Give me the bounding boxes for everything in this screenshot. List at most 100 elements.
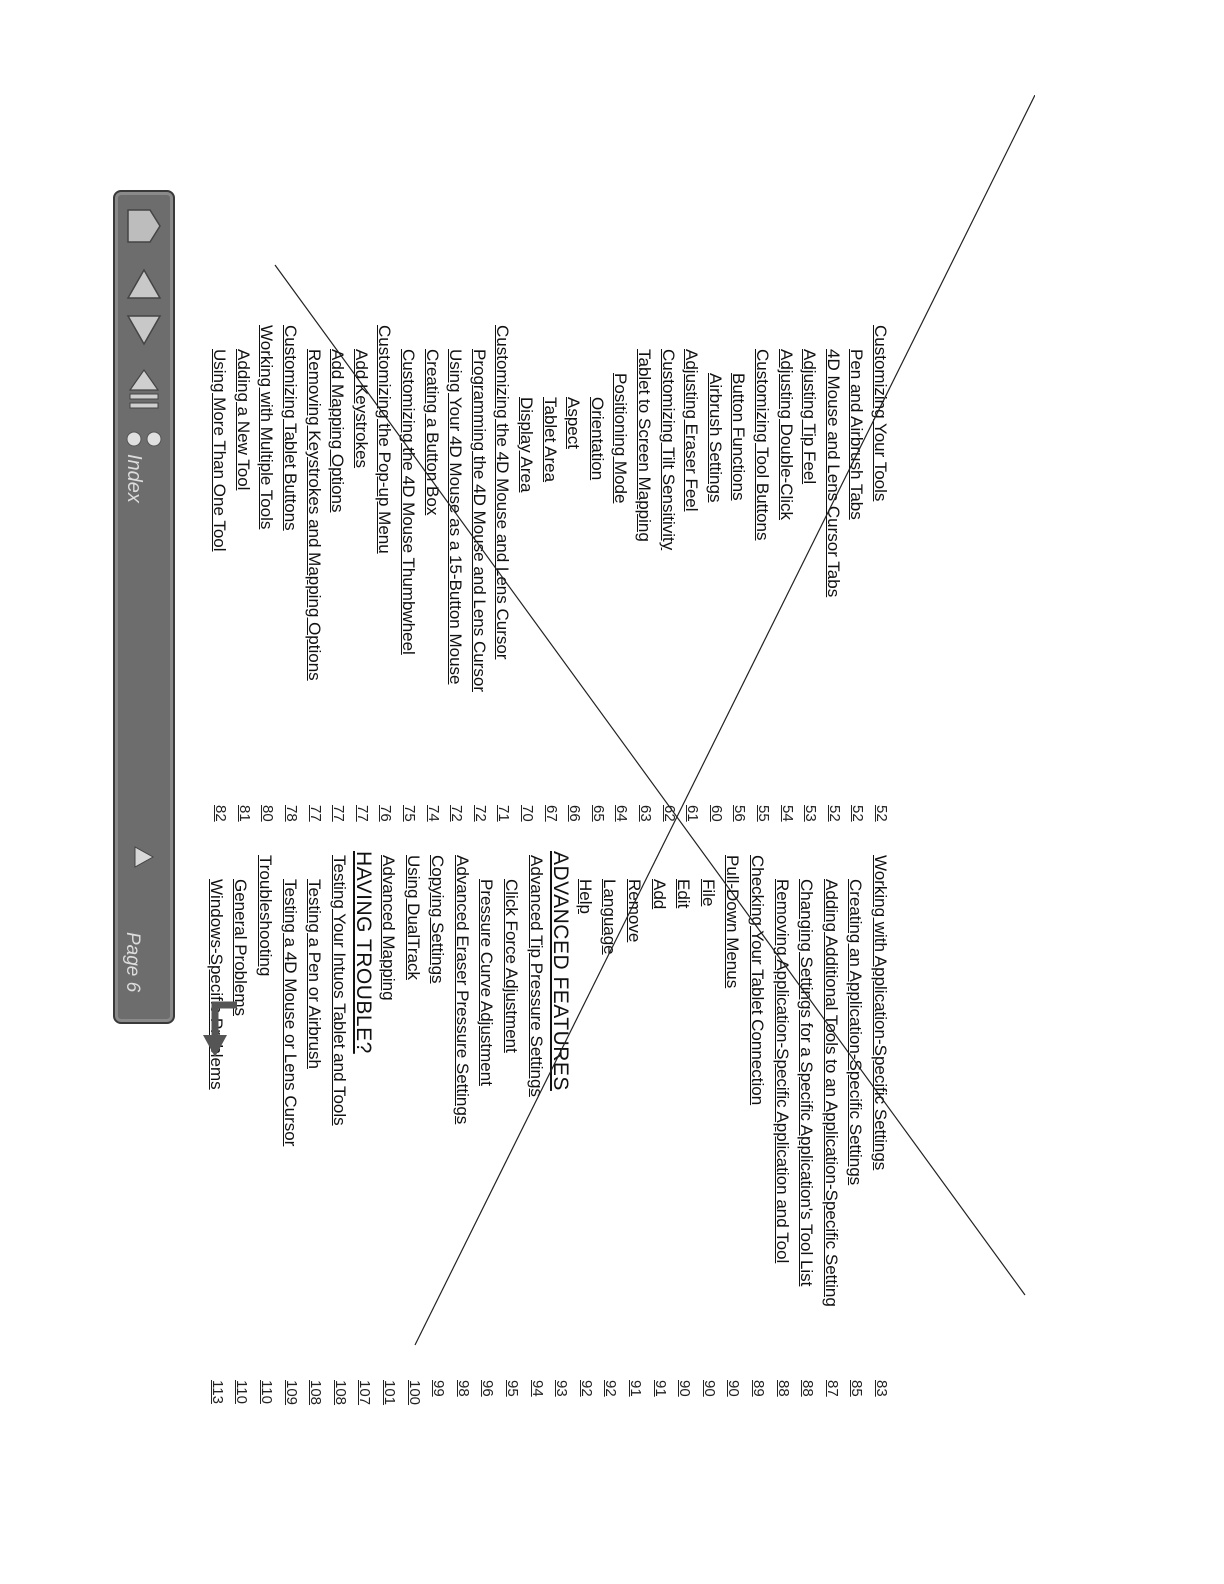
toc-entry[interactable]: Add Keystrokes [351, 349, 371, 469]
page-number[interactable]: 100 [405, 1380, 423, 1406]
toc-entry[interactable]: Add Mapping Options [328, 349, 348, 513]
toc-entry[interactable]: Remove [625, 879, 644, 943]
toc-entry[interactable]: Testing a 4D Mouse or Lens Cursor [280, 879, 300, 1147]
page-number[interactable]: 74 [424, 805, 442, 822]
page-number[interactable]: 92 [602, 1380, 620, 1397]
page-number[interactable]: 71 [495, 805, 513, 822]
page-number[interactable]: 91 [627, 1380, 644, 1397]
toc-entry[interactable]: Working with Multiple Tools [257, 325, 277, 530]
contents-button[interactable] [121, 428, 167, 450]
page-number[interactable]: 94 [528, 1380, 546, 1397]
page-number[interactable]: 90 [725, 1380, 743, 1397]
page-number[interactable]: 56 [731, 805, 749, 822]
toc-entry[interactable]: Orientation [587, 397, 607, 481]
page-number[interactable]: 53 [802, 805, 820, 822]
page-number[interactable]: 80 [259, 805, 277, 822]
toc-entry[interactable]: Display Area [517, 397, 536, 493]
page-number[interactable]: 90 [676, 1380, 694, 1397]
toc-entry[interactable]: Changing Settings for a Specific Applica… [797, 879, 817, 1287]
toc-entry[interactable]: Tablet Area [540, 397, 560, 483]
page-number[interactable]: 90 [700, 1380, 718, 1397]
toc-entry[interactable]: Pull-Down Menus [723, 855, 743, 989]
page-number[interactable]: 107 [356, 1380, 374, 1406]
page-number[interactable]: 110 [258, 1380, 275, 1404]
toc-entry[interactable]: Add [649, 879, 669, 910]
page-number[interactable]: 98 [454, 1380, 472, 1397]
toc-entry[interactable]: Adjusting Tip Feel [800, 349, 820, 485]
home-button[interactable] [121, 200, 167, 252]
toc-entry[interactable]: Checking Your Tablet Connection [748, 855, 767, 1106]
page-number[interactable]: 83 [873, 1380, 890, 1397]
toc-entry[interactable]: Removing Application-Specific Applicatio… [772, 879, 792, 1264]
page-number[interactable]: 52 [873, 805, 890, 822]
toc-entry[interactable]: Working with Application-Specific Settin… [871, 855, 890, 1171]
page-number[interactable]: 88 [774, 1380, 792, 1397]
page-number[interactable]: 72 [448, 805, 466, 822]
page-number[interactable]: 108 [331, 1380, 349, 1406]
page-number[interactable]: 78 [283, 805, 300, 822]
toc-entry[interactable]: Positioning Mode [611, 373, 631, 504]
page-number[interactable]: 77 [330, 805, 348, 822]
toc-entry[interactable]: Advanced Eraser Pressure Settings [452, 855, 472, 1125]
page-number[interactable]: 63 [637, 805, 654, 822]
page-number[interactable]: 66 [566, 805, 584, 822]
page-number[interactable]: 70 [519, 805, 536, 822]
page-number[interactable]: 52 [849, 805, 867, 822]
page-number[interactable]: 109 [282, 1380, 300, 1406]
toc-entry[interactable]: Using DualTrack [403, 855, 423, 981]
toc-entry[interactable]: Click Force Adjustment [502, 879, 521, 1053]
toc-entry[interactable]: Testing a Pen or Airbrush [305, 879, 325, 1069]
page-number[interactable]: 72 [471, 805, 489, 822]
up-button[interactable] [121, 842, 167, 872]
toc-entry[interactable]: 4D Mouse and Lens Cursor Tabs [823, 349, 843, 598]
page-number[interactable]: 93 [553, 1380, 571, 1397]
page-number[interactable]: 92 [577, 1380, 595, 1397]
toc-entry[interactable]: Adding Additional Tools to an Applicatio… [821, 879, 841, 1307]
toc-entry[interactable]: Testing Your Intuos Tablet and Tools [329, 855, 349, 1126]
page-number[interactable]: 91 [651, 1380, 669, 1397]
toc-entry[interactable]: Adding a New Tool [233, 349, 253, 491]
page-number[interactable]: 60 [707, 805, 725, 822]
toc-entry[interactable]: Adjusting Double-Click [776, 349, 796, 521]
page-number[interactable]: 55 [755, 805, 772, 822]
toc-entry[interactable]: Copying Settings [428, 855, 448, 984]
toc-entry[interactable]: Customizing Your Tools [871, 325, 890, 502]
toc-entry[interactable]: Tablet to Screen Mapping [635, 349, 654, 542]
toc-entry[interactable]: Aspect [564, 397, 584, 449]
toc-entry[interactable]: Advanced Mapping [379, 855, 398, 1001]
toc-entry[interactable]: ADVANCED FEATURES [549, 851, 573, 1091]
toc-entry[interactable]: Customizing the 4D Mouse Thumbwheel [399, 349, 418, 655]
page-number[interactable]: 87 [823, 1380, 841, 1397]
toc-entry[interactable]: HAVING TROUBLE? [352, 851, 376, 1054]
page-number[interactable]: 88 [799, 1380, 817, 1397]
toc-entry[interactable]: Creating an Application-Specific Setting… [846, 879, 866, 1186]
toc-entry[interactable]: Advanced Tip Pressure Settings [526, 855, 546, 1097]
page-number[interactable]: 95 [504, 1380, 521, 1397]
toc-entry[interactable]: Customizing Tool Buttons [753, 349, 772, 541]
toc-entry[interactable]: File [698, 879, 718, 907]
page-number[interactable]: 64 [613, 805, 631, 822]
toc-entry[interactable]: Edit [674, 879, 694, 909]
page-number[interactable]: 89 [750, 1380, 767, 1397]
return-arrow-icon[interactable] [195, 995, 245, 1065]
page-number[interactable]: 76 [377, 805, 395, 822]
toc-entry[interactable]: Using Your 4D Mouse as a 15-Button Mouse [446, 349, 466, 685]
toc-entry[interactable]: Programming the 4D Mouse and Lens Cursor [469, 349, 489, 692]
toc-entry[interactable]: Adjusting Eraser Feel [682, 349, 702, 512]
page-number[interactable]: 113 [208, 1380, 226, 1404]
next-page-button[interactable] [121, 308, 167, 352]
back-button[interactable] [121, 364, 167, 414]
previous-page-button[interactable] [121, 262, 167, 306]
toc-entry[interactable]: Troubleshooting [256, 855, 275, 977]
page-number[interactable]: 101 [381, 1380, 398, 1406]
page-number[interactable]: 62 [660, 805, 678, 822]
page-number[interactable]: 75 [401, 805, 418, 822]
index-link[interactable]: Index [123, 454, 145, 503]
page-number[interactable]: 81 [235, 805, 253, 822]
toc-entry[interactable]: Creating a Button Box [422, 349, 442, 516]
page-number[interactable]: 54 [778, 805, 796, 822]
page-number[interactable]: 77 [306, 805, 324, 822]
page-number[interactable]: 96 [479, 1380, 497, 1397]
toc-entry[interactable]: Customizing the Pop-up Menu [375, 325, 395, 554]
toc-entry[interactable]: Airbrush Settings [705, 373, 725, 503]
